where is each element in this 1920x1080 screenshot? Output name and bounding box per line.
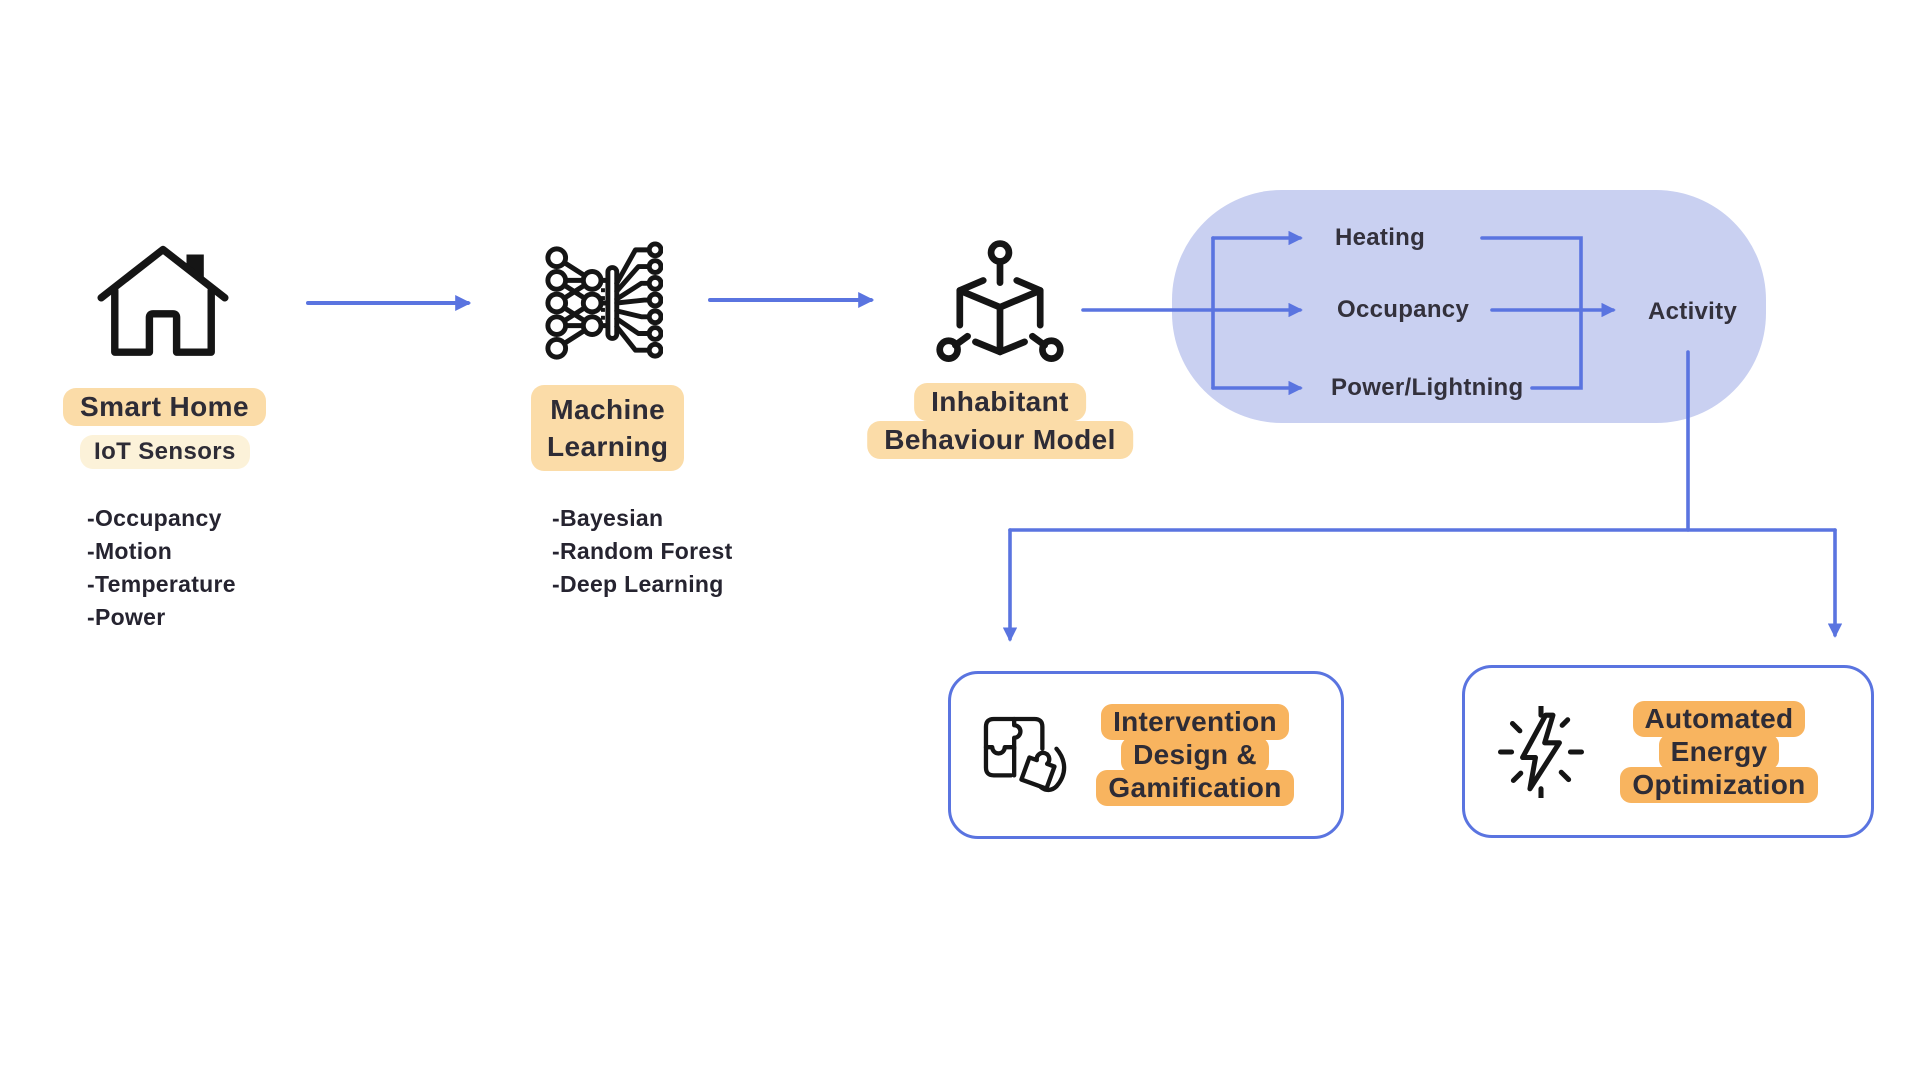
sensor-item: -Occupancy bbox=[87, 505, 222, 531]
neural-network-icon bbox=[545, 241, 663, 360]
intervention-line1: Intervention bbox=[1101, 704, 1289, 740]
input-label-occupancy: Occupancy bbox=[1337, 296, 1470, 323]
method-item: -Deep Learning bbox=[552, 571, 724, 597]
spark-bolt-icon bbox=[1497, 705, 1585, 798]
house-icon bbox=[97, 245, 229, 356]
sensor-item: -Power bbox=[87, 604, 166, 630]
intervention-line3: Gamification bbox=[1096, 770, 1294, 806]
machine-learning-title: Machine Learning bbox=[531, 385, 685, 471]
sensor-list: -Occupancy -Motion -Temperature -Power bbox=[87, 502, 236, 634]
intervention-label: Intervention Design & Gamification bbox=[1069, 704, 1321, 806]
method-list: -Bayesian -Random Forest -Deep Learning bbox=[552, 502, 733, 601]
optimization-box: Automated Energy Optimization bbox=[1462, 665, 1874, 838]
method-item: -Random Forest bbox=[552, 538, 733, 564]
ml-title-line1: Machine bbox=[550, 394, 666, 425]
input-label-power-lightning: Power/Lightning bbox=[1331, 374, 1524, 401]
intervention-line2: Design & bbox=[1121, 737, 1269, 773]
intervention-box: Intervention Design & Gamification bbox=[948, 671, 1344, 839]
model-cube-icon bbox=[936, 240, 1064, 362]
behaviour-model-title-line1: Inhabitant bbox=[914, 383, 1086, 421]
output-label-activity: Activity bbox=[1648, 298, 1738, 325]
iot-sensors-label: IoT Sensors bbox=[80, 435, 250, 469]
ml-title-line2: Learning bbox=[547, 431, 669, 462]
activity-group-blob bbox=[1172, 190, 1766, 423]
optimization-line3: Optimization bbox=[1620, 766, 1818, 803]
smart-home-title: Smart Home bbox=[63, 388, 266, 426]
sensor-item: -Temperature bbox=[87, 571, 236, 597]
merge-bracket-line bbox=[1480, 236, 1583, 390]
optimization-label: Automated Energy Optimization bbox=[1587, 700, 1851, 803]
method-item: -Bayesian bbox=[552, 505, 664, 531]
sensor-item: -Motion bbox=[87, 538, 173, 564]
optimization-line1: Automated bbox=[1632, 700, 1806, 737]
input-label-heating: Heating bbox=[1335, 224, 1426, 251]
optimization-line2: Energy bbox=[1658, 733, 1780, 770]
behaviour-model-title-line2: Behaviour Model bbox=[867, 421, 1133, 459]
puzzle-hand-icon bbox=[983, 716, 1067, 793]
